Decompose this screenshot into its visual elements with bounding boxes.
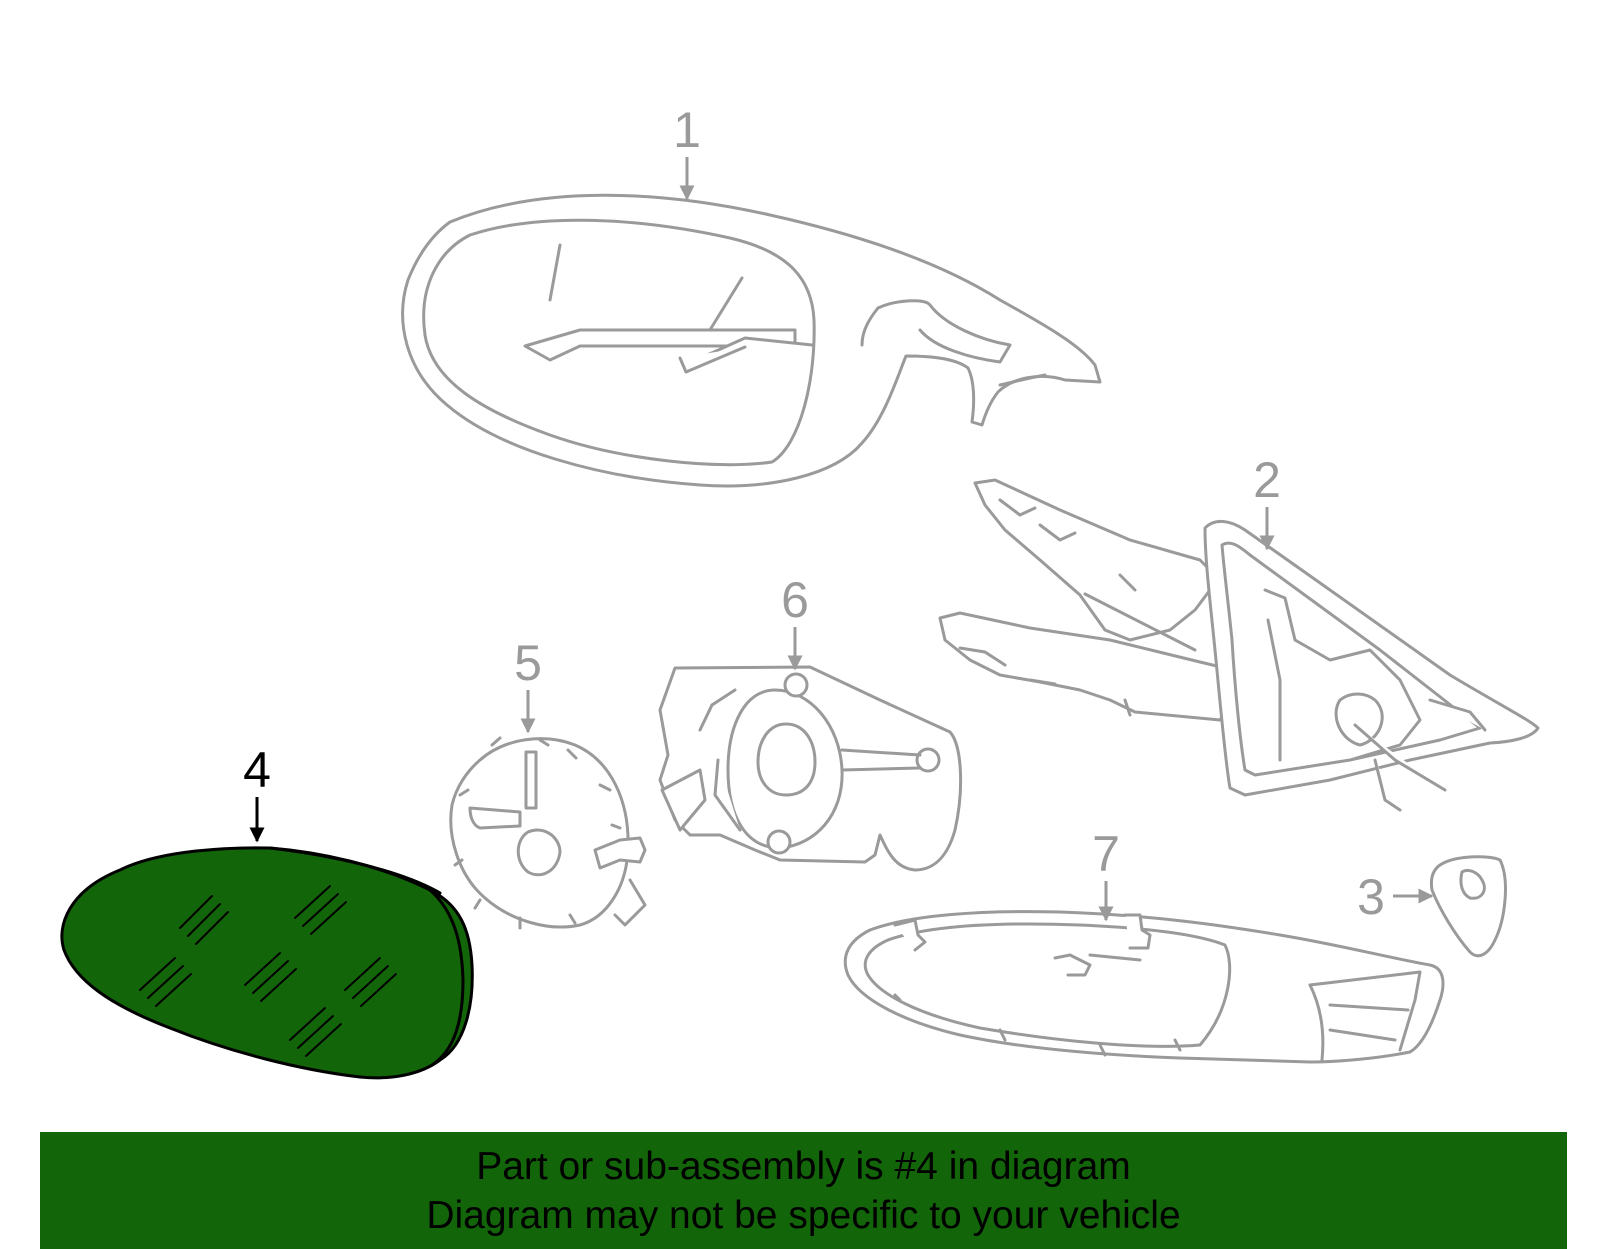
part-3-cap <box>1429 855 1507 958</box>
part-1-mirror-housing <box>401 193 1102 488</box>
callout-5[interactable]: 5 <box>514 635 542 691</box>
callout-6[interactable]: 6 <box>781 572 809 628</box>
part-6-motor-actuator <box>658 665 963 872</box>
part-4-mirror-glass <box>60 846 474 1080</box>
info-banner: Part or sub-assembly is #4 in diagram Di… <box>40 1132 1567 1249</box>
callout-7[interactable]: 7 <box>1092 826 1120 882</box>
callout-3[interactable]: 3 <box>1357 869 1385 925</box>
part-2-mirror-base-frame <box>938 478 1540 812</box>
banner-line-1: Part or sub-assembly is #4 in diagram <box>476 1145 1131 1188</box>
banner-line-2: Diagram may not be specific to your vehi… <box>426 1194 1181 1237</box>
callout-2[interactable]: 2 <box>1253 452 1281 508</box>
callout-1[interactable]: 1 <box>673 102 701 158</box>
part-7-skull-cap-cover <box>843 910 1445 1064</box>
part-5-backing-plate <box>449 736 647 930</box>
callout-4[interactable]: 4 <box>243 742 271 798</box>
